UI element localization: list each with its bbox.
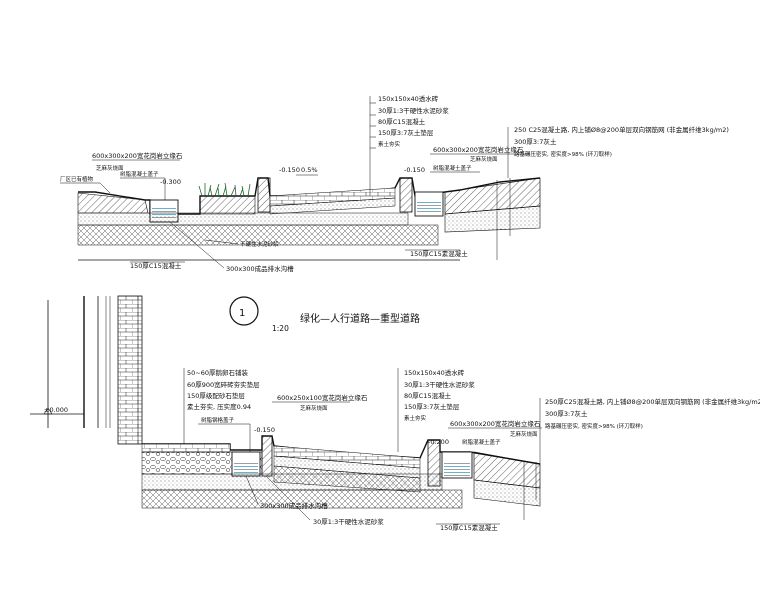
datum-level: ±0.000: [44, 406, 68, 414]
title-scale: 1:20: [272, 324, 289, 333]
svg-text:250厚C25混凝土路, 内上铺Ø8@200单层双向钢筋网: 250厚C25混凝土路, 内上铺Ø8@200单层双向钢筋网 (非金属纤维3kg/…: [545, 397, 760, 406]
svg-text:600x300x200宽花岗岩立缘石: 600x300x200宽花岗岩立缘石: [433, 145, 524, 154]
svg-text:30厚1:3干硬性水泥砂浆: 30厚1:3干硬性水泥砂浆: [378, 106, 449, 115]
svg-text:150厚C15素混凝土: 150厚C15素混凝土: [410, 249, 468, 258]
title-number: 1: [239, 308, 245, 319]
svg-text:150厚级配砂石垫层: 150厚级配砂石垫层: [187, 391, 245, 400]
svg-text:150厚3:7灰土垫层: 150厚3:7灰土垫层: [378, 128, 434, 137]
top-left-labels: 600x300x200宽花岗岩立缘石 芝麻灰烧面 厂区已有植物 树脂混凝土盖子 …: [60, 151, 294, 273]
svg-text:80厚C15混凝土: 80厚C15混凝土: [404, 391, 452, 400]
svg-text:树脂混凝土盖子: 树脂混凝土盖子: [433, 164, 472, 172]
svg-text:150厚C15混凝土: 150厚C15混凝土: [130, 261, 182, 270]
svg-text:-0.200: -0.200: [428, 438, 449, 446]
svg-text:300厚3:7灰土: 300厚3:7灰土: [545, 409, 588, 418]
top-mid-labels: 150x150x40透水砖 30厚1:3干硬性水泥砂浆 80厚C15混凝土 15…: [279, 94, 449, 196]
top-right-labels: 600x300x200宽花岗岩立缘石 芝麻灰烧面 树脂混凝土盖子 -0.150 …: [404, 125, 729, 258]
svg-text:干硬性水泥砂浆: 干硬性水泥砂浆: [240, 240, 279, 248]
label-vegetation: 厂区已有植物: [60, 175, 94, 183]
bottom-left-labels: 50~60厚鹅卵石铺装 60厚900宽碎砖夯实垫层 150厚级配砂石垫层 素土夯…: [183, 368, 384, 526]
bottom-mid-labels: 150x150x40透水砖 30厚1:3干硬性水泥砂浆 80厚C15混凝土 15…: [397, 368, 542, 532]
svg-text:150x150x40透水砖: 150x150x40透水砖: [404, 368, 465, 377]
bottom-curb-a: [261, 435, 273, 477]
svg-text:300厚3:7灰土: 300厚3:7灰土: [514, 137, 557, 146]
svg-text:600x250x100宽花岗岩立缘石: 600x250x100宽花岗岩立缘石: [277, 393, 368, 402]
svg-text:150厚C15素混凝土: 150厚C15素混凝土: [440, 523, 498, 532]
svg-text:-0.150: -0.150: [254, 426, 275, 434]
title-circle-icon: [229, 296, 259, 326]
svg-text:150厚3:7灰土垫层: 150厚3:7灰土垫层: [404, 402, 460, 411]
top-curb-a: [257, 177, 271, 213]
svg-text:300x300成品排水沟槽: 300x300成品排水沟槽: [260, 501, 328, 510]
svg-text:素土夯实, 压实度0.94: 素土夯实, 压实度0.94: [187, 402, 251, 411]
svg-text:60厚900宽碎砖夯实垫层: 60厚900宽碎砖夯实垫层: [187, 380, 260, 389]
top-left-soil: [77, 192, 149, 214]
label-curb-stone: 600x300x200宽花岗岩立缘石: [92, 151, 183, 160]
building-wall: [117, 295, 143, 445]
svg-text:素土夯实: 素土夯实: [404, 414, 427, 422]
svg-text:250 C25混凝土路, 内上铺Ø8@200单层双向钢筋网: 250 C25混凝土路, 内上铺Ø8@200单层双向钢筋网 (非金属纤维3kg/…: [514, 125, 729, 134]
svg-text:600x300x200宽花岗岩立缘石: 600x300x200宽花岗岩立缘石: [450, 419, 541, 428]
svg-text:树脂混凝土盖子: 树脂混凝土盖子: [120, 170, 159, 178]
drawing-title: 1 绿化—人行道路—重型道路 1:20: [229, 296, 420, 333]
svg-text:150x150x40透水砖: 150x150x40透水砖: [378, 94, 439, 103]
svg-text:0.5%: 0.5%: [301, 166, 318, 174]
svg-text:30厚1:3干硬性水泥砂浆: 30厚1:3干硬性水泥砂浆: [404, 380, 475, 389]
grass-icon: [198, 182, 251, 197]
svg-text:芝麻灰烧面: 芝麻灰烧面: [470, 155, 498, 163]
title-name: 绿化—人行道路—重型道路: [300, 312, 420, 325]
top-section: 600x300x200宽花岗岩立缘石 芝麻灰烧面 厂区已有植物 树脂混凝土盖子 …: [60, 94, 729, 273]
svg-text:素土夯实: 素土夯实: [378, 140, 401, 148]
svg-text:树脂混凝土盖子: 树脂混凝土盖子: [462, 438, 501, 446]
svg-text:芝麻灰烧面: 芝麻灰烧面: [300, 404, 328, 412]
svg-text:300x300成品排水沟槽: 300x300成品排水沟槽: [226, 264, 294, 273]
svg-text:-0.150: -0.150: [279, 166, 300, 174]
top-curb-b: [399, 177, 413, 213]
svg-text:芝麻灰烧面: 芝麻灰烧面: [96, 164, 124, 172]
svg-text:树脂钢格盖子: 树脂钢格盖子: [201, 416, 235, 424]
bottom-section: ±0.000 50~60厚鹅卵石铺装 60厚900宽碎砖夯实垫层 150厚级配砂…: [30, 295, 760, 532]
svg-text:-0.150: -0.150: [404, 166, 425, 174]
svg-text:30厚1:3干硬性水泥砂浆: 30厚1:3干硬性水泥砂浆: [313, 517, 384, 526]
svg-text:50~60厚鹅卵石铺装: 50~60厚鹅卵石铺装: [187, 368, 248, 377]
svg-text:路基碾压密实, 密实度>98% (环刀取样): 路基碾压密实, 密实度>98% (环刀取样): [545, 422, 643, 430]
svg-text:芝麻灰烧面: 芝麻灰烧面: [510, 430, 538, 438]
svg-text:路基碾压密实, 密实度>98% (环刀取样): 路基碾压密实, 密实度>98% (环刀取样): [514, 150, 612, 158]
bottom-right-labels: 250厚C25混凝土路, 内上铺Ø8@200单层双向钢筋网 (非金属纤维3kg/…: [539, 397, 760, 464]
svg-text:80厚C15混凝土: 80厚C15混凝土: [378, 117, 426, 126]
svg-text:-0.300: -0.300: [160, 178, 181, 186]
